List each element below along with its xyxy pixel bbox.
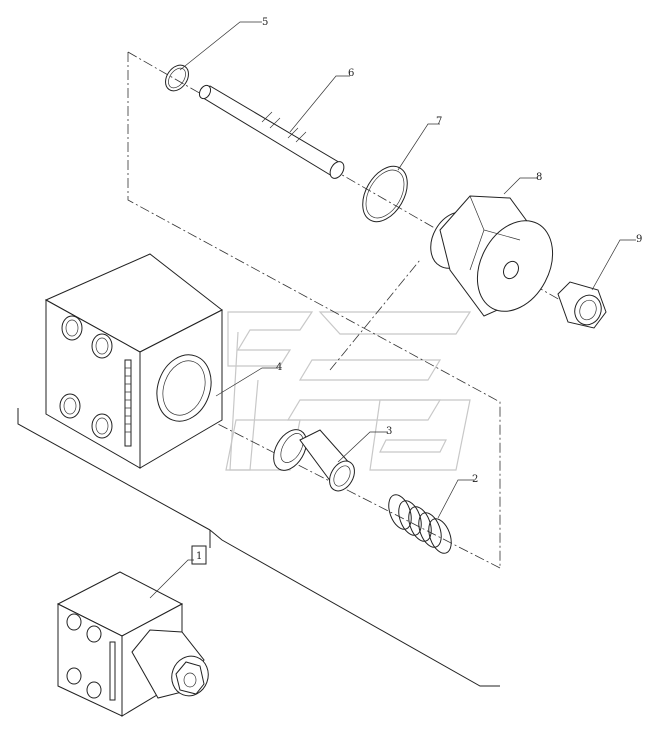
callout-7: 7 (436, 116, 442, 127)
spool-pin (198, 84, 345, 179)
callout-9: 9 (636, 234, 642, 245)
callout-2: 2 (472, 474, 478, 485)
spring (388, 494, 452, 554)
assembly-bracket (17, 408, 500, 687)
hex-plug (430, 195, 554, 317)
assembled-valve (56, 571, 209, 717)
valve-body-block (44, 253, 223, 469)
callout-5: 5 (262, 17, 268, 28)
callout-4: 4 (276, 362, 282, 373)
callout-6: 6 (348, 68, 354, 79)
callout-3: 3 (386, 426, 392, 437)
callout-8: 8 (536, 172, 542, 183)
hex-nut (557, 281, 607, 329)
leader-lines (149, 21, 636, 599)
watermark-logo (225, 311, 472, 471)
callout-labels: 5 6 7 8 9 4 3 2 1 (191, 17, 642, 565)
callout-1-box (191, 545, 207, 565)
poppet-sleeve (273, 429, 355, 492)
large-o-ring (362, 165, 408, 223)
callout-1: 1 (196, 551, 202, 562)
small-o-ring (165, 64, 189, 92)
